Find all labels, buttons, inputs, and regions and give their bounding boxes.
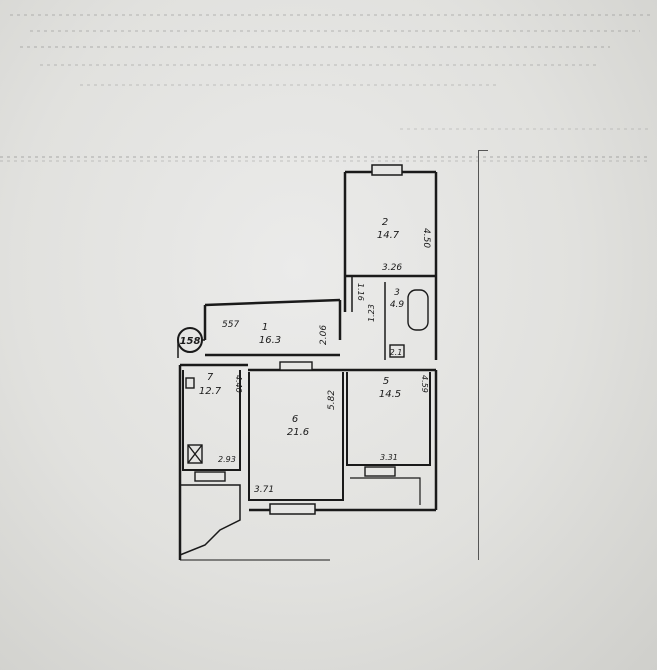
room-5-number: 5 [383,376,389,387]
stove [187,444,203,464]
dim-440: 4.40 [234,375,243,393]
room-6-area: 21.6 [287,427,309,438]
badge-number: 158 [180,336,201,347]
room-6-number: 6 [292,414,298,425]
dim-331: 3.31 [380,453,398,462]
dim-459: 4.59 [420,375,429,393]
room-7-number: 7 [207,372,214,383]
document-text-line [40,64,600,66]
room-3-area: 4.9 [390,300,405,310]
bathtub [407,289,429,331]
document-text-line [10,14,650,16]
dim-293: 2.93 [218,455,236,464]
dim-206: 2.06 [319,325,329,345]
window [194,471,226,482]
sink [185,377,195,389]
document-text-line [0,160,650,162]
room-7-area: 12.7 [199,386,222,397]
document-text-line [20,46,610,48]
plan-number-badge: 158 [177,327,203,353]
document-text-line [0,156,650,158]
window [279,361,313,371]
frame-line [478,150,479,560]
dim-371: 3.71 [254,485,274,495]
room-1-area: 16.3 [259,335,281,346]
document-text-line [80,84,500,86]
dim-450: 4.50 [421,228,431,248]
dim-326: 3.26 [382,263,402,273]
room-3-number: 3 [394,288,400,298]
room-2-area: 14.7 [377,230,400,241]
document-text-line [30,30,640,32]
room-1-number: 1 [262,322,268,333]
window [371,164,403,176]
window [269,503,316,515]
dim-116: 1.16 [356,283,365,301]
dim-557: 557 [222,320,239,330]
window [364,466,396,477]
dim-123: 1.23 [367,304,376,322]
frame-line [478,150,488,151]
toilet [389,344,405,358]
dim-582: 5.82 [327,390,337,410]
document-text-line [400,128,650,130]
room-2-number: 2 [382,217,388,228]
room-5-area: 14.5 [379,389,401,400]
room-4-area: 2.1 [390,348,403,357]
